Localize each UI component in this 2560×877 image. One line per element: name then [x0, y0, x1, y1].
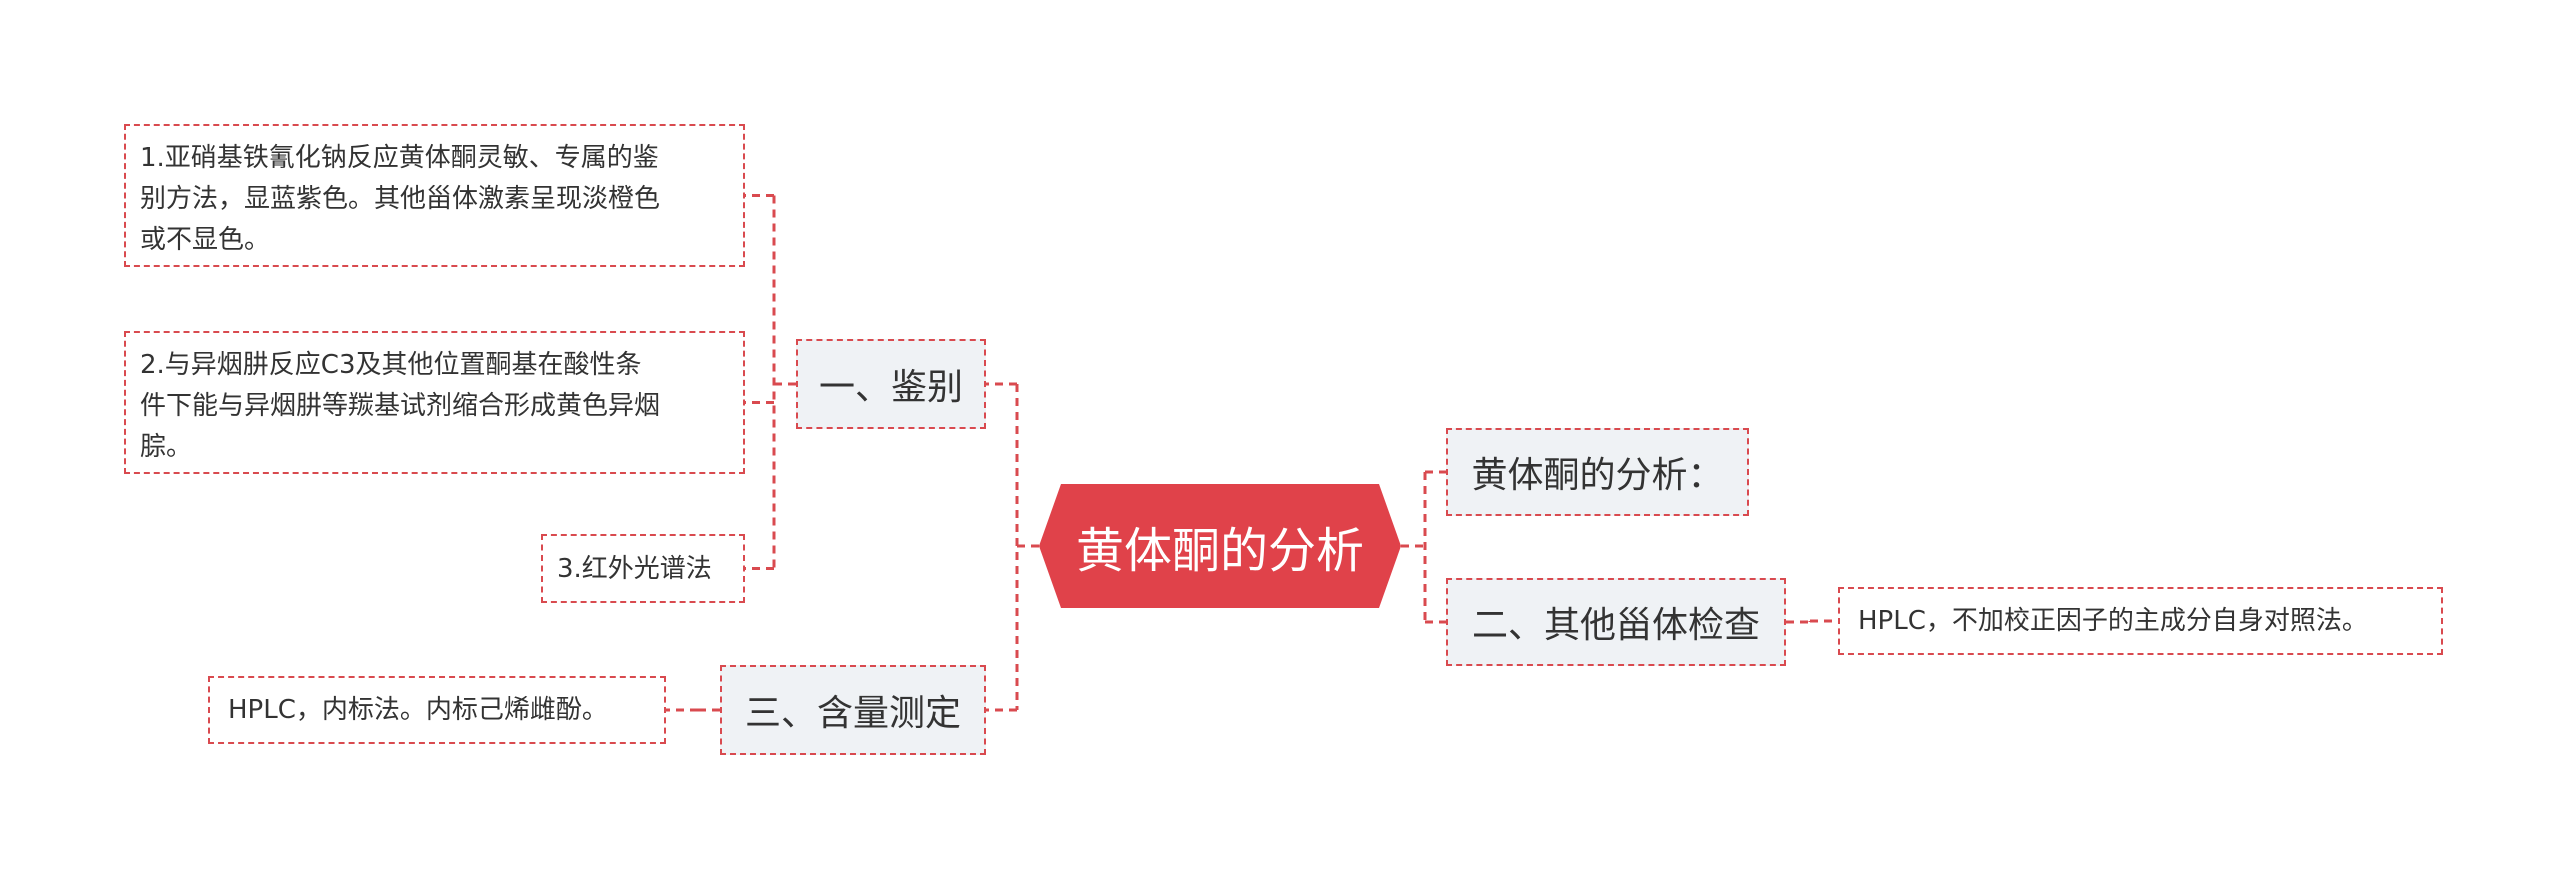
root-hexagon-shape	[1039, 484, 1401, 608]
root-node[interactable]: 黄体酮的分析	[1039, 484, 1401, 608]
leaf-text: 1.亚硝基铁氰化钠反应黄体酮灵敏、专属的鉴 别方法，显蓝紫色。其他甾体激素呈现淡…	[140, 143, 661, 255]
branch-identification[interactable]: 一、鉴别	[796, 339, 986, 429]
leaf-hplc-internal-standard[interactable]: HPLC，内标法。内标己烯雌酚。	[208, 676, 666, 744]
leaf-nitroprusside-reaction[interactable]: 1.亚硝基铁氰化钠反应黄体酮灵敏、专属的鉴 别方法，显蓝紫色。其他甾体激素呈现淡…	[124, 124, 745, 267]
branch-label: 三、含量测定	[744, 693, 961, 734]
branch-analysis-summary[interactable]: 黄体酮的分析：	[1446, 428, 1749, 516]
branch-other-steroid-check[interactable]: 二、其他甾体检查	[1446, 578, 1786, 666]
leaf-text: HPLC，内标法。内标己烯雌酚。	[228, 695, 608, 725]
branch-label: 一、鉴别	[818, 367, 963, 408]
leaf-text: HPLC，不加校正因子的主成分自身对照法。	[1858, 606, 2368, 636]
branch-label: 二、其他甾体检查	[1471, 605, 1760, 646]
root-label: 黄体酮的分析	[1075, 523, 1364, 579]
leaf-text: 2.与异烟肼反应C3及其他位置酮基在酸性条 件下能与异烟肼等羰基试剂缩合形成黄色…	[140, 350, 661, 462]
leaf-infrared-spectroscopy[interactable]: 3.红外光谱法	[541, 534, 745, 603]
leaf-text: 3.红外光谱法	[557, 554, 712, 584]
leaf-isoniazid-reaction[interactable]: 2.与异烟肼反应C3及其他位置酮基在酸性条 件下能与异烟肼等羰基试剂缩合形成黄色…	[124, 331, 745, 474]
branch-label: 黄体酮的分析：	[1471, 455, 1724, 496]
leaf-hplc-self-control[interactable]: HPLC，不加校正因子的主成分自身对照法。	[1838, 587, 2443, 655]
branch-assay[interactable]: 三、含量测定	[720, 665, 986, 755]
